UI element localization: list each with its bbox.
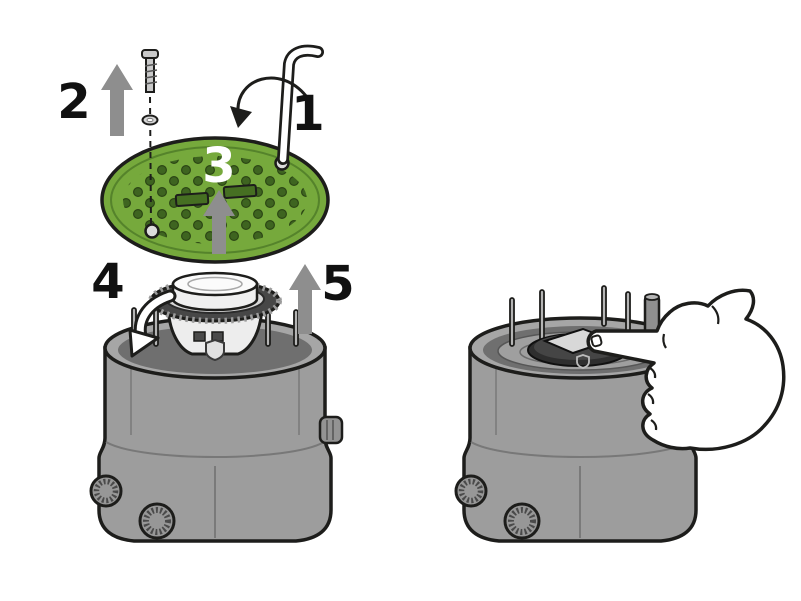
finger-crease — [649, 367, 657, 379]
finger-crease — [647, 393, 655, 405]
unit-shield-logo — [205, 338, 225, 362]
finger-crease — [650, 419, 658, 431]
step-2-label: 2 — [57, 74, 90, 130]
module-shield-logo — [576, 354, 590, 369]
lid-handle-slot — [222, 184, 258, 199]
side-port — [318, 415, 344, 445]
up-arrow-step2-icon — [101, 64, 133, 136]
allen-key-icon — [277, 44, 324, 165]
up-arrow-step3-icon — [203, 190, 235, 254]
interior-pin — [293, 309, 299, 347]
lid-handle-slot — [174, 192, 210, 207]
washer-icon — [141, 114, 159, 126]
step-4-label: 4 — [91, 254, 124, 310]
lid-screw-hole — [144, 223, 160, 239]
fingernail — [590, 334, 603, 348]
up-arrow-step5-icon — [289, 264, 321, 334]
interior-pin — [509, 297, 515, 347]
pointing-hand — [586, 288, 786, 452]
screw-icon — [141, 49, 159, 93]
unit-port — [193, 331, 206, 342]
step-5-label: 5 — [321, 256, 354, 312]
rotate-arrow-step1-icon — [230, 76, 308, 128]
unit-cap — [171, 271, 259, 312]
control-unit — [148, 271, 282, 362]
step-1-label: 1 — [291, 86, 324, 142]
knuckle-crease — [662, 333, 667, 349]
hand-outline — [586, 288, 786, 452]
rotate-arrow-step4-icon — [128, 289, 177, 358]
step-3-label: 3 — [202, 138, 235, 194]
thumb-crease — [711, 305, 720, 325]
interior-pin — [601, 285, 607, 327]
